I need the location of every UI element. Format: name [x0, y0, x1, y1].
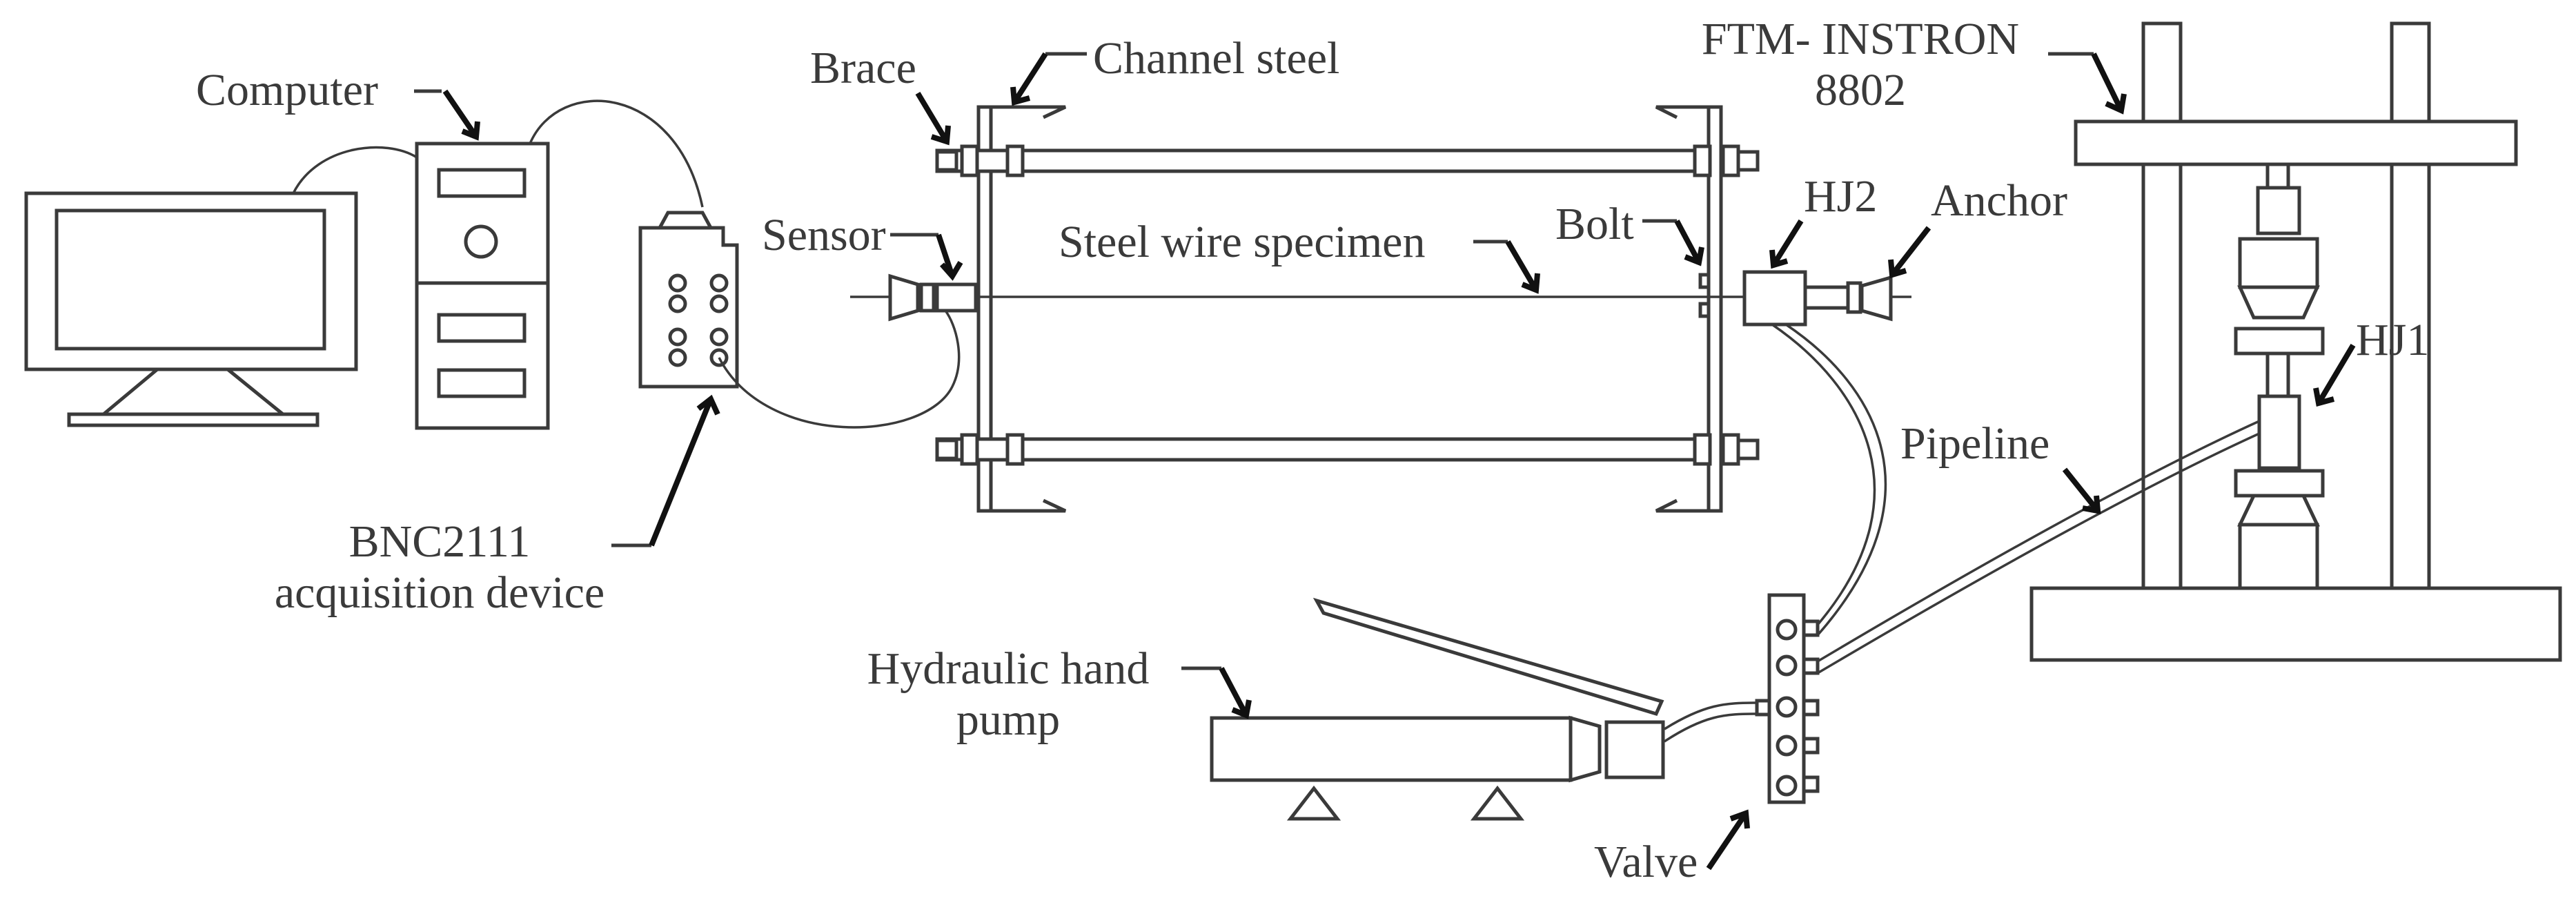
bnc2111-device	[638, 211, 739, 389]
label-pump-line2: pump	[956, 694, 1061, 745]
arrow-bnc	[649, 394, 720, 547]
label-ftm-line2: 8802	[1815, 64, 1906, 115]
label-bnc2111: BNC2111 acquisition device	[271, 516, 609, 619]
label-pump-line1: Hydraulic hand	[867, 643, 1150, 694]
label-bnc-line1: BNC2111	[348, 516, 531, 567]
brace-top	[935, 144, 1760, 177]
computer-tower	[415, 142, 550, 430]
label-bolt: Bolt	[1555, 199, 1634, 249]
pipeline-pump-valve	[1664, 701, 1758, 743]
bolt-lower	[1698, 302, 1711, 318]
pipeline-to-hj1	[1817, 420, 2260, 674]
label-brace: Brace	[810, 43, 916, 93]
label-computer: Computer	[196, 65, 378, 115]
brace-bottom	[935, 433, 1760, 466]
arrow-valve	[1706, 809, 1750, 871]
cable-tower-bnc	[529, 99, 704, 208]
cable-bnc-sensor	[718, 309, 961, 429]
label-valve: Valve	[1594, 837, 1698, 887]
arrow-channel-steel	[1010, 52, 1048, 106]
arrow-hj2	[1769, 219, 1804, 269]
sensor	[888, 273, 978, 322]
ftm-instron-8802	[2029, 21, 2562, 662]
label-sensor: Sensor	[762, 210, 886, 260]
label-hj2: HJ2	[1804, 171, 1878, 222]
label-channel-steel: Channel steel	[1093, 33, 1340, 84]
bolt	[1698, 273, 1711, 289]
arrow-ftm	[2091, 52, 2127, 115]
label-ftm-line1: FTM- INSTRON	[1701, 14, 2020, 64]
hydraulic-hand-pump	[1210, 597, 1665, 821]
pipeline-to-hj2	[1771, 323, 1887, 637]
channel-steel-left	[976, 105, 1067, 513]
anchor	[1846, 275, 1893, 322]
hj1-jack	[2257, 394, 2301, 470]
valve	[1755, 593, 1820, 804]
arrow-computer	[442, 89, 480, 141]
arrow-bolt	[1674, 220, 1704, 266]
arrow-anchor	[1888, 226, 1931, 279]
arrow-pump	[1219, 667, 1252, 719]
arrow-steel-wire	[1505, 240, 1540, 294]
cable-monitor-tower	[292, 146, 417, 194]
arrow-pipeline	[2062, 467, 2101, 514]
hj2-rod	[1803, 285, 1850, 310]
label-steel-wire-specimen: Steel wire specimen	[1059, 217, 1426, 267]
arrow-sensor	[936, 233, 963, 281]
label-anchor: Anchor	[1931, 175, 2067, 226]
monitor	[24, 191, 358, 427]
label-hydraulic-hand-pump: Hydraulic hand pump	[838, 643, 1179, 746]
label-hj1: HJ1	[2356, 315, 2430, 365]
arrow-brace	[915, 91, 951, 146]
label-pipeline: Pipeline	[1900, 418, 2050, 469]
arrow-hj1	[2313, 343, 2356, 407]
label-ftm-instron: FTM- INSTRON 8802	[1681, 14, 2040, 116]
hj2-jack	[1742, 270, 1807, 327]
label-bnc-line2: acquisition device	[274, 567, 605, 618]
